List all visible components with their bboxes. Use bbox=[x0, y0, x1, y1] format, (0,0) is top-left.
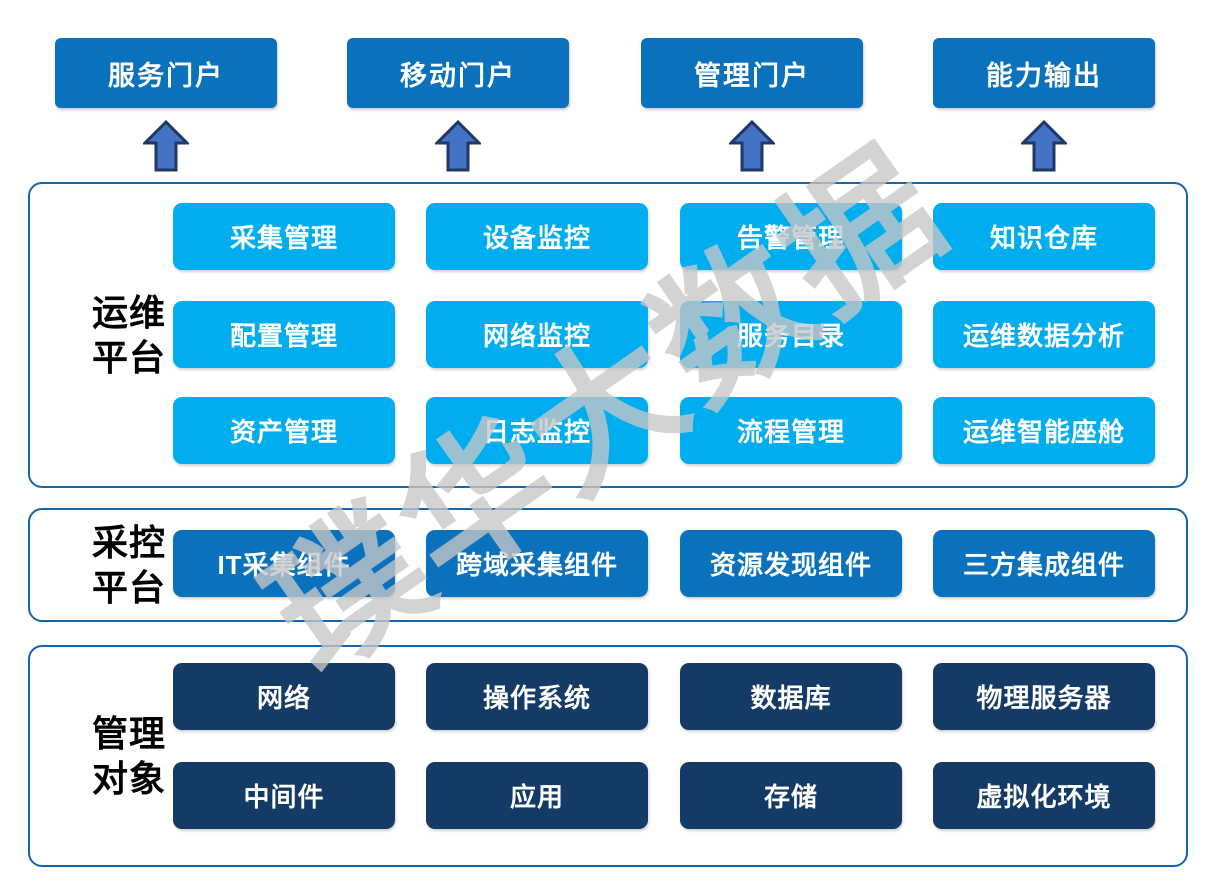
up-arrow-icon bbox=[435, 120, 481, 172]
section-managed-objects-label: 管理 对象 bbox=[66, 647, 192, 865]
box-ops-data-analysis: 运维数据分析 bbox=[933, 301, 1155, 368]
portal-service-box: 服务门户 bbox=[55, 38, 277, 108]
box-network-monitoring: 网络监控 bbox=[426, 301, 648, 368]
box-service-catalog: 服务目录 bbox=[680, 301, 902, 368]
label-line: 采控 bbox=[91, 521, 166, 563]
box-cross-domain-collection-component: 跨域采集组件 bbox=[426, 530, 648, 597]
portal-mobile-box: 移动门户 bbox=[347, 38, 569, 108]
label-line: 运维 bbox=[91, 291, 166, 333]
up-arrow-icon bbox=[729, 120, 775, 172]
box-knowledge-base: 知识仓库 bbox=[933, 203, 1155, 270]
box-operating-system: 操作系统 bbox=[426, 663, 648, 730]
section-ops-platform-label: 运维 平台 bbox=[66, 184, 192, 486]
box-storage: 存储 bbox=[680, 762, 902, 829]
label-line: 平台 bbox=[91, 337, 166, 378]
box-ops-smart-cockpit: 运维智能座舱 bbox=[933, 397, 1155, 464]
box-collection-management: 采集管理 bbox=[173, 203, 395, 270]
box-database: 数据库 bbox=[680, 663, 902, 730]
box-resource-discovery-component: 资源发现组件 bbox=[680, 530, 902, 597]
label-line: 管理 bbox=[91, 712, 166, 754]
box-application: 应用 bbox=[426, 762, 648, 829]
box-third-party-integration-component: 三方集成组件 bbox=[933, 530, 1155, 597]
box-asset-management: 资产管理 bbox=[173, 397, 395, 464]
box-log-monitoring: 日志监控 bbox=[426, 397, 648, 464]
label-line: 对象 bbox=[91, 758, 166, 799]
box-process-management: 流程管理 bbox=[680, 397, 902, 464]
box-it-collection-component: IT采集组件 bbox=[173, 530, 395, 597]
portal-admin-box: 管理门户 bbox=[641, 38, 863, 108]
box-network: 网络 bbox=[173, 663, 395, 730]
box-physical-server: 物理服务器 bbox=[933, 663, 1155, 730]
box-config-management: 配置管理 bbox=[173, 301, 395, 368]
box-device-monitoring: 设备监控 bbox=[426, 203, 648, 270]
portal-capability-box: 能力输出 bbox=[933, 38, 1155, 108]
up-arrow-icon bbox=[143, 120, 189, 172]
box-virtualization-environment: 虚拟化环境 bbox=[933, 762, 1155, 829]
up-arrow-icon bbox=[1021, 120, 1067, 172]
box-middleware: 中间件 bbox=[173, 762, 395, 829]
box-alarm-management: 告警管理 bbox=[680, 203, 902, 270]
label-line: 平台 bbox=[91, 567, 166, 608]
section-collection-platform-label: 采控 平台 bbox=[66, 510, 192, 620]
